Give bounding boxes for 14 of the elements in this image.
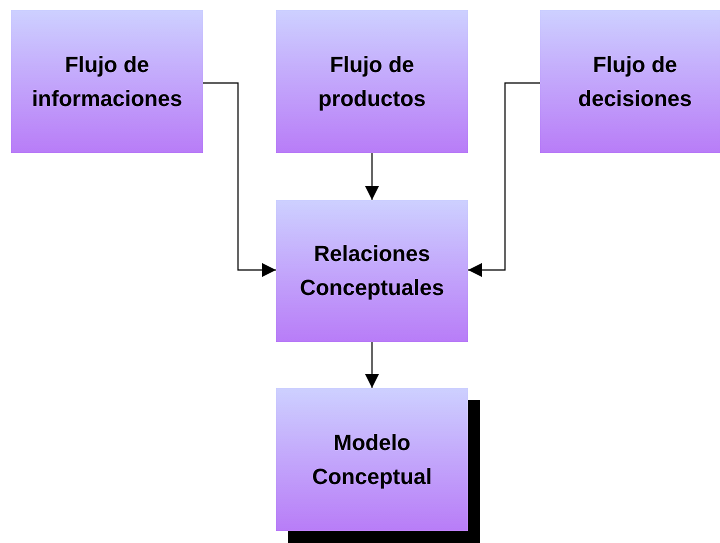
process-box [11,10,203,153]
box-label: Relaciones Conceptuales [298,240,446,302]
process-box [276,200,468,342]
arrow [468,82,540,277]
box-label: Modelo Conceptual [311,428,433,491]
arrow [365,342,379,388]
box-label: Flujo de informaciones [30,50,184,112]
process-box [540,10,720,153]
process-box [276,388,468,531]
arrow [203,82,276,277]
box-label: Flujo de decisiones [577,50,693,112]
process-box [276,10,468,153]
arrow [365,153,379,200]
box-label: Flujo de productos [317,50,427,113]
